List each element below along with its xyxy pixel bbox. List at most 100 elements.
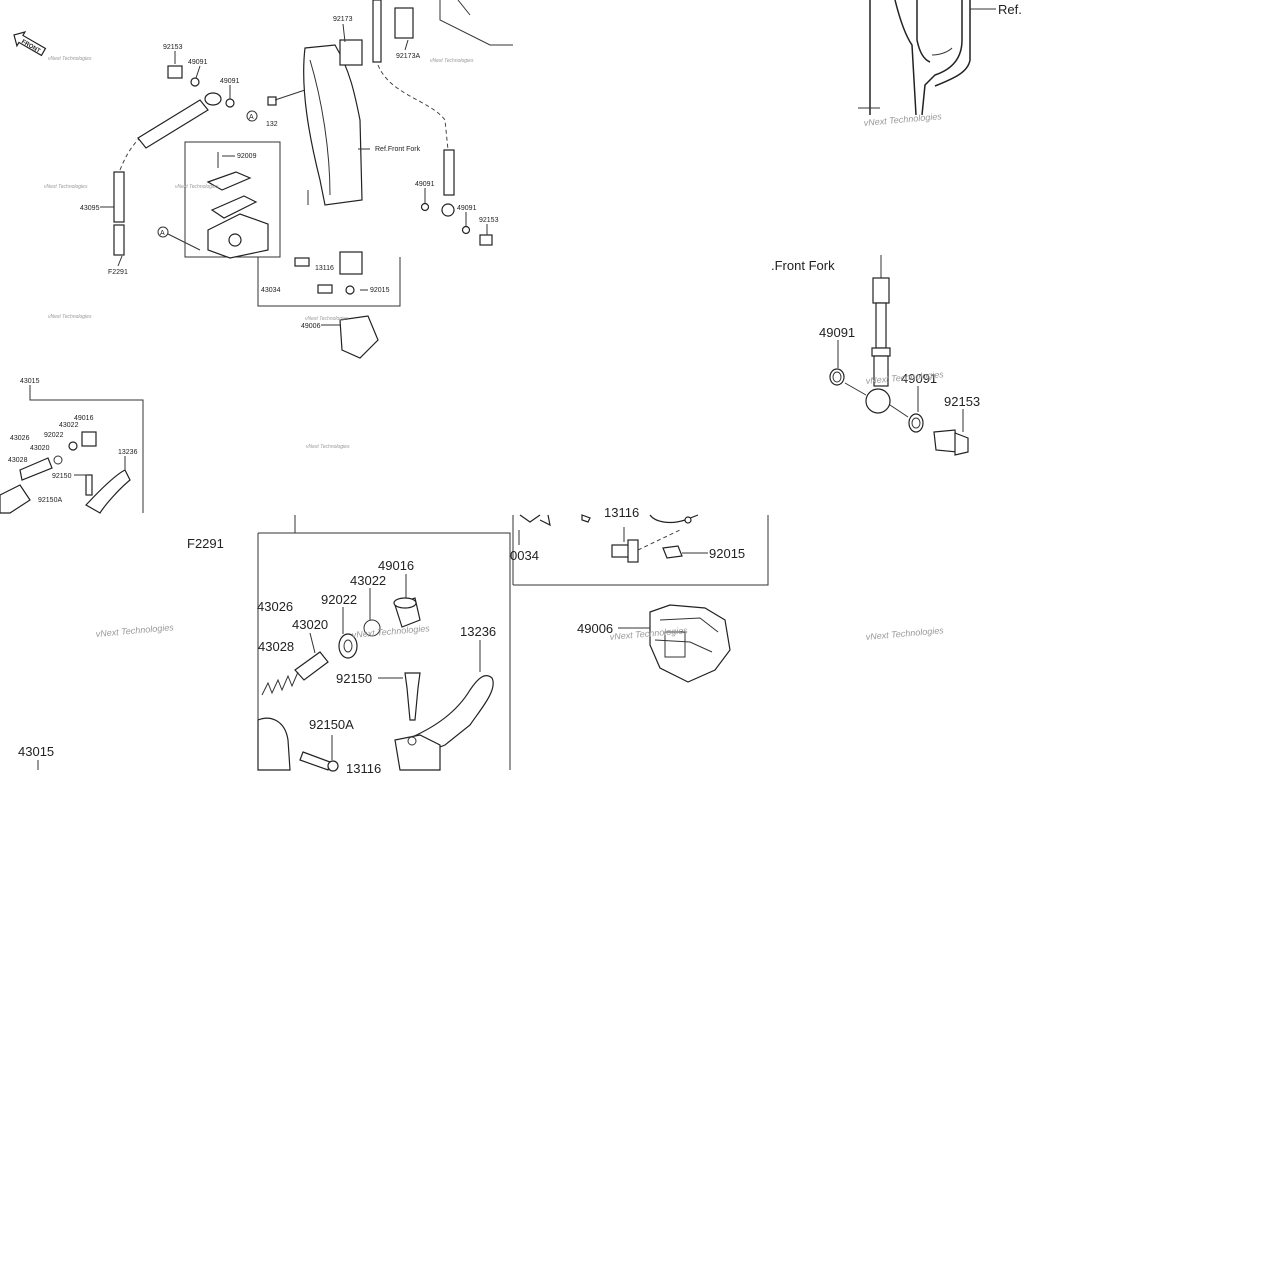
callout-43020: 43020 bbox=[292, 617, 328, 632]
callout-43034: 43034 bbox=[261, 287, 281, 294]
callout-49006-small: 49006 bbox=[301, 323, 321, 330]
callout-92153-zoom: 92153 bbox=[944, 394, 980, 409]
watermark: vNext Technologies bbox=[306, 444, 350, 450]
callout-92022-small: 92022 bbox=[44, 432, 64, 439]
callout-43028: 43028 bbox=[258, 639, 294, 654]
watermark: vNext Technologies bbox=[305, 316, 349, 322]
callout-49091-c: 49091 bbox=[415, 181, 435, 188]
circlip-43022 bbox=[363, 619, 381, 637]
washer-49091-b bbox=[225, 98, 235, 108]
callout-F2291: F2291 bbox=[187, 536, 224, 551]
callout-92022: 92022 bbox=[321, 592, 357, 607]
callout-92150-small: 92150 bbox=[52, 473, 72, 480]
cable-dash-2 bbox=[377, 64, 449, 151]
hose-upper bbox=[372, 0, 382, 63]
watermark: vNext Technologies bbox=[175, 184, 219, 190]
callout-132: 132 bbox=[266, 121, 278, 128]
switch-housing-49006 bbox=[649, 604, 731, 683]
bracket-92173A bbox=[394, 7, 414, 39]
front-fork-label: .Front Fork bbox=[771, 258, 835, 273]
spring-43028-zoom bbox=[261, 671, 299, 696]
callout-92173A: 92173A bbox=[396, 53, 420, 60]
fork-guard-zoom bbox=[921, 0, 963, 116]
circle-a2-label: A bbox=[160, 230, 165, 237]
watermark: vNext Technologies bbox=[351, 623, 430, 640]
callout-13116-small: 13116 bbox=[315, 265, 334, 272]
watermark: vNext Technologies bbox=[48, 314, 92, 320]
callout-92150A-small: 92150A bbox=[38, 497, 62, 504]
fork-tube-mid bbox=[894, 0, 917, 116]
piston-43020 bbox=[294, 651, 329, 681]
front-arrow-icon: FRONT bbox=[13, 31, 47, 57]
callout-92153-top: 92153 bbox=[163, 44, 183, 51]
callout-43015: 43015 bbox=[18, 744, 54, 759]
overview-diagram: FRONT A A bbox=[0, 0, 513, 514]
watermark: vNext Technologies bbox=[863, 111, 942, 128]
watermarks: vNext Technologies vNext Technologies vN… bbox=[44, 56, 945, 642]
circle-a1-label: A bbox=[249, 114, 254, 121]
spring-43028 bbox=[19, 457, 53, 481]
hose-fitting-upper bbox=[872, 277, 890, 304]
lever-13236 bbox=[85, 469, 131, 514]
cable-end bbox=[113, 171, 125, 223]
bolt-92150A-zoom bbox=[299, 751, 331, 771]
cable-end-lower bbox=[113, 224, 125, 256]
callout-43026-small: 43026 bbox=[10, 435, 30, 442]
callout-49091-a: 49091 bbox=[188, 59, 208, 66]
callout-92015-mid: 92015 bbox=[709, 546, 745, 561]
callout-49016: 49016 bbox=[378, 558, 414, 573]
zoom-hose-panel: .Front Fork 49091 49091 92153 bbox=[771, 255, 980, 456]
callout-92173: 92173 bbox=[333, 16, 353, 23]
zoom-lever-panel: F2291 49016 430 bbox=[18, 515, 511, 776]
watermark: vNext Technologies bbox=[865, 625, 944, 642]
watermark: vNext Technologies bbox=[48, 56, 92, 62]
callout-49016-small: 49016 bbox=[74, 415, 94, 422]
zoom-fork-panel: Ref. bbox=[858, 0, 1022, 116]
brake-hose bbox=[443, 149, 455, 196]
callout-92153-b: 92153 bbox=[479, 217, 499, 224]
circle-a1 bbox=[246, 110, 258, 122]
callout-49091-b: 49091 bbox=[220, 78, 240, 85]
callout-92009: 92009 bbox=[237, 153, 257, 160]
callout-49006-mid: 49006 bbox=[577, 621, 613, 636]
callout-13236-small: 13236 bbox=[118, 449, 138, 456]
clamp bbox=[339, 251, 363, 275]
callout-13236: 13236 bbox=[460, 624, 496, 639]
callout-92150A: 92150A bbox=[309, 717, 354, 732]
hose-fitting-body bbox=[875, 302, 887, 349]
callout-43015-small: 43015 bbox=[20, 378, 40, 385]
switch-49006 bbox=[339, 315, 379, 359]
ref-label: Ref. bbox=[998, 2, 1022, 17]
callout-92015-small: 92015 bbox=[370, 287, 390, 294]
watermark: vNext Technologies bbox=[44, 184, 88, 190]
lever-holder bbox=[394, 734, 441, 771]
cap-49016 bbox=[81, 431, 97, 447]
zoom-clamp-panel: 0034 13116 92015 49006 bbox=[510, 505, 769, 683]
callout-43022: 43022 bbox=[350, 573, 386, 588]
washer-49091 bbox=[190, 77, 200, 87]
bracket-92173 bbox=[339, 39, 363, 66]
callout-ref-front-fork: Ref.Front Fork bbox=[375, 146, 421, 153]
callout-43028-small: 43028 bbox=[8, 457, 28, 464]
callout-43026: 43026 bbox=[257, 599, 293, 614]
bolt-92153 bbox=[167, 65, 183, 79]
washer-49091-zoom-b bbox=[908, 413, 924, 433]
adjuster-nut bbox=[204, 92, 222, 106]
cable-adjuster bbox=[137, 99, 209, 149]
callout-43020-small: 43020 bbox=[30, 445, 50, 452]
callout-0034: 0034 bbox=[510, 548, 539, 563]
callout-13116-lever: 13116 bbox=[346, 761, 381, 776]
bolt-92153-zoom bbox=[933, 429, 958, 453]
banjo-fitting bbox=[865, 388, 891, 414]
bolt-92150-zoom bbox=[404, 672, 421, 721]
master-cylinder-zoom bbox=[257, 717, 291, 771]
callout-92150: 92150 bbox=[336, 671, 372, 686]
callout-49091-zoom-b: 49091 bbox=[901, 371, 937, 386]
washer-92022 bbox=[338, 633, 358, 659]
watermark: vNext Technologies bbox=[95, 622, 174, 639]
lever-13236-zoom bbox=[403, 675, 494, 751]
callout-49091-zoom-a: 49091 bbox=[819, 325, 855, 340]
callout-13116-mid: 13116 bbox=[604, 505, 639, 520]
screw-132 bbox=[267, 96, 277, 106]
